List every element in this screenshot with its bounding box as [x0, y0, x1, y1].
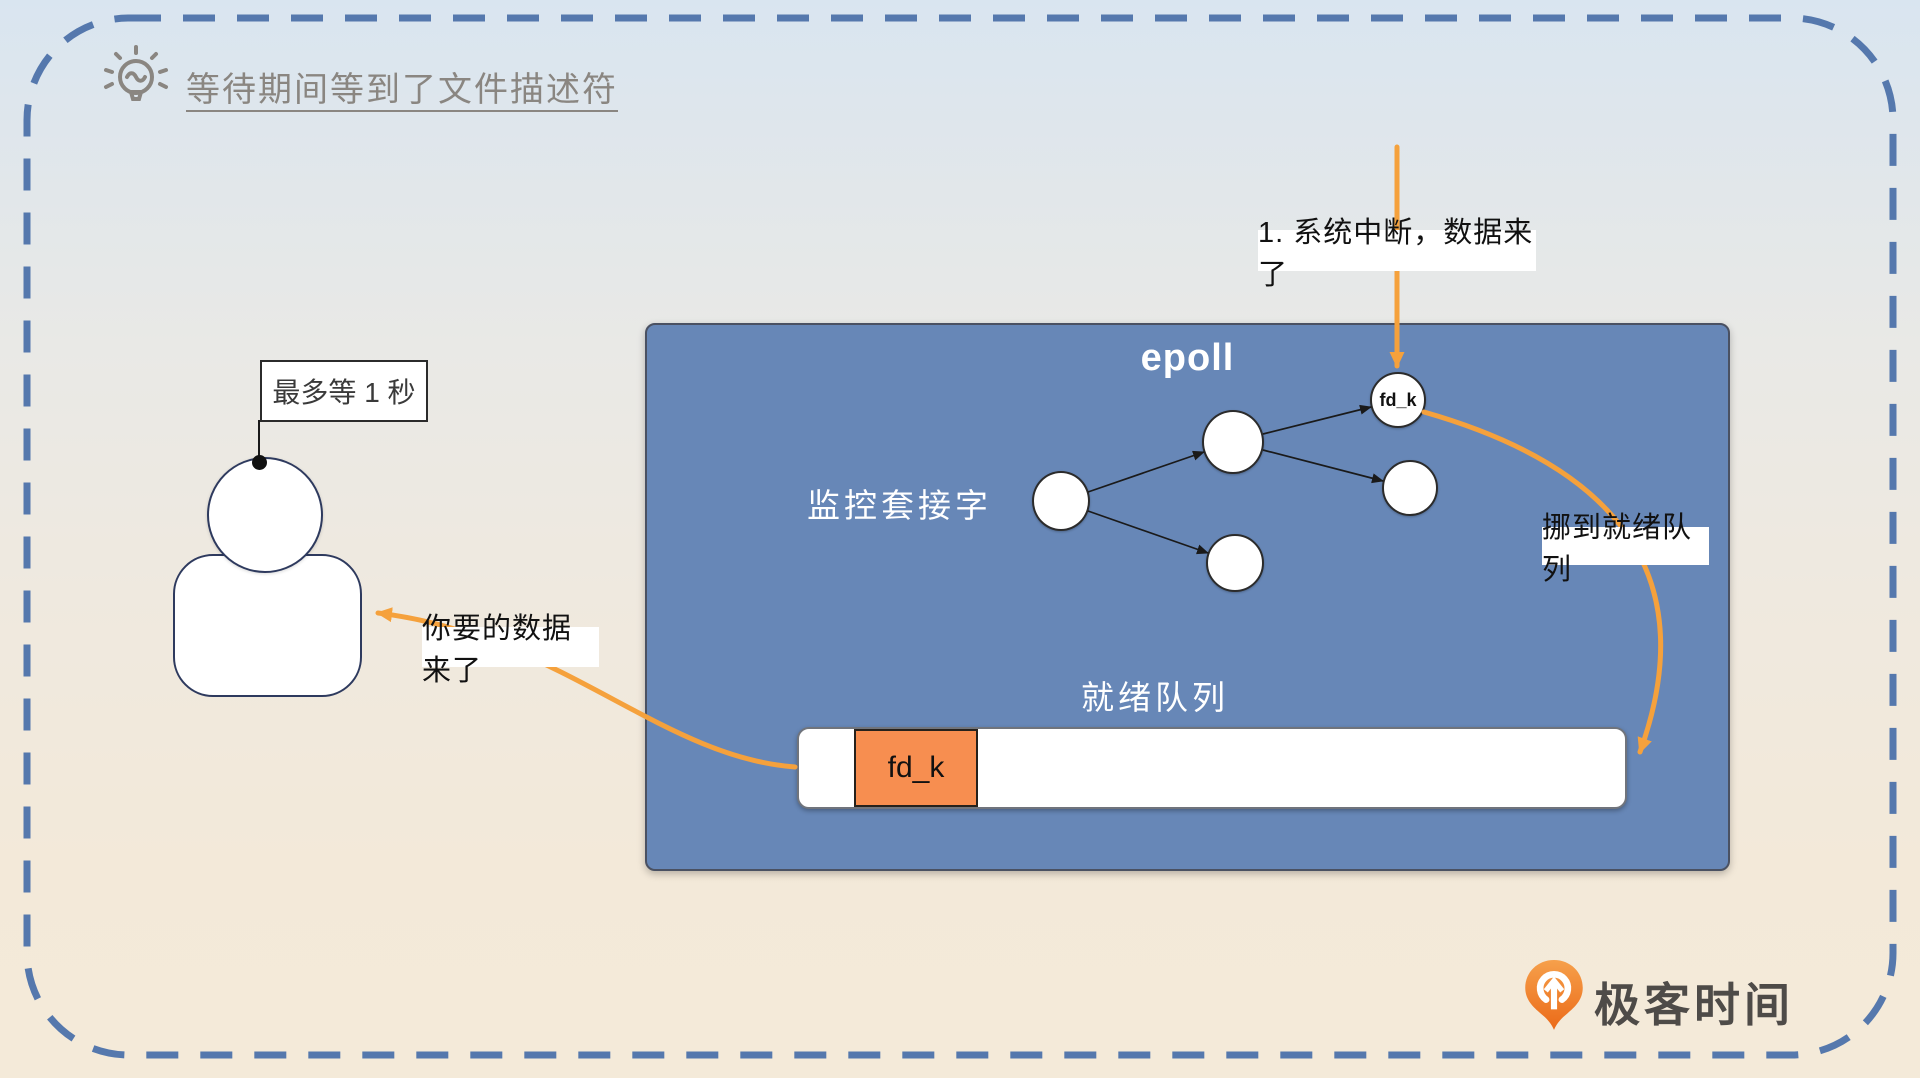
- geektime-logo-text: 极客时间: [1594, 979, 1794, 1031]
- badge-anchor-dot: [252, 455, 267, 470]
- interrupt-label: 1. 系统中断，数据来了: [1258, 217, 1536, 291]
- tree-node-root: [1032, 471, 1090, 531]
- fdk-node-label: fd_k: [1379, 389, 1417, 410]
- page-title: 等待期间等到了文件描述符: [186, 71, 618, 109]
- tree-node-mid: [1202, 410, 1264, 474]
- epoll-box: epoll 监控套接字 就绪队列 fd_k: [645, 323, 1730, 871]
- person-body: [173, 554, 362, 697]
- geektime-logo-icon: [1525, 960, 1583, 1030]
- queue-item-fdk: fd_k: [854, 729, 978, 807]
- person-head: [207, 457, 323, 573]
- lightbulb-icon: [104, 45, 168, 101]
- monitored-sockets-label: 监控套接字: [807, 487, 992, 524]
- tree-node-fdk: fd_k: [1370, 372, 1426, 428]
- ready-queue-label: 就绪队列: [1081, 679, 1229, 716]
- tree-node-right: [1382, 460, 1438, 516]
- notify-label: 你要的数据来了: [422, 613, 599, 687]
- tree-node-bottom: [1206, 534, 1264, 592]
- epoll-title: epoll: [1140, 337, 1235, 379]
- wait-badge: 最多等 1 秒: [260, 360, 428, 422]
- ready-queue-bar: fd_k: [797, 727, 1627, 809]
- move-to-ready-label: 挪到就绪队列: [1542, 512, 1709, 586]
